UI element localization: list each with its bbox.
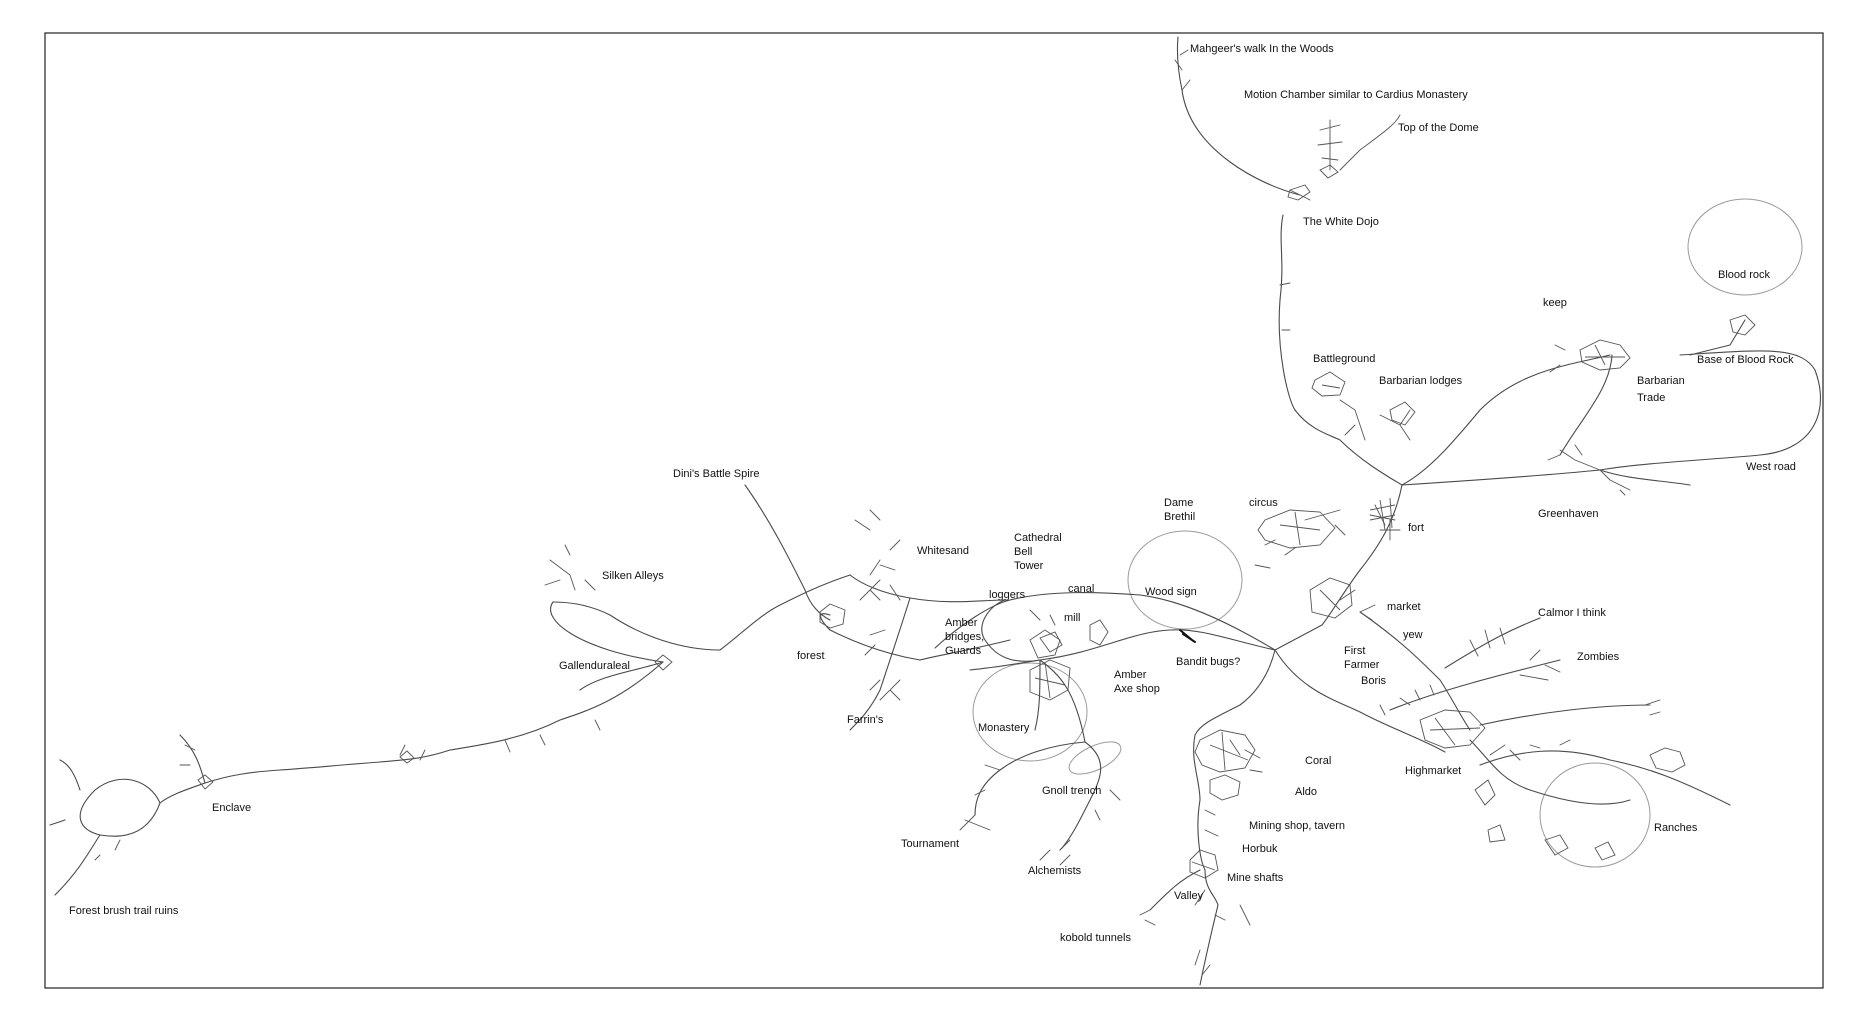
label-motion-chamber: Motion Chamber similar to Cardius Monast…: [1244, 89, 1468, 101]
label-gallenduraleal: Gallenduraleal: [559, 660, 630, 672]
label-alchemists: Alchemists: [1028, 865, 1082, 877]
label-loggers: loggers: [989, 589, 1026, 601]
label-valley: Valley: [1174, 890, 1204, 902]
label-mahgeer: Mahgeer's walk In the Woods: [1190, 43, 1334, 55]
label-first-farmer-3: Boris: [1361, 675, 1387, 687]
ranches-east-cell: [1649, 747, 1686, 773]
blood-rock-cell: [1729, 314, 1756, 336]
top-dome-cell: [1319, 164, 1339, 179]
label-horbuk: Horbuk: [1242, 843, 1278, 855]
gallen-cell: [654, 654, 673, 671]
label-barbarian-lodges: Barbarian lodges: [1379, 375, 1463, 387]
place-labels: Mahgeer's walk In the Woods Motion Chamb…: [69, 43, 1796, 944]
region-rings: [972, 198, 1803, 868]
label-canal: canal: [1068, 583, 1094, 595]
label-keep: keep: [1543, 297, 1567, 309]
label-mill: mill: [1064, 612, 1081, 624]
lodges-cell: [1389, 401, 1416, 426]
ranches-ring: [1539, 762, 1651, 868]
town-cells: [197, 164, 1756, 879]
label-highmarket: Highmarket: [1405, 765, 1461, 777]
label-farrins: Farrin's: [847, 714, 884, 726]
mill-cell: [1089, 619, 1109, 646]
label-forest: forest: [797, 650, 825, 662]
label-market: market: [1387, 601, 1421, 613]
fort-grid: [1369, 497, 1396, 531]
label-amber-axe-2: Axe shop: [1114, 683, 1160, 695]
label-bandit-bugs: Bandit bugs?: [1176, 656, 1240, 668]
label-fort: fort: [1408, 522, 1424, 534]
label-cathedral-1: Cathedral: [1014, 532, 1062, 544]
label-dame-1: Dame: [1164, 497, 1193, 509]
trail-twigs: [94, 49, 1661, 976]
label-coral: Coral: [1305, 755, 1331, 767]
label-calmor: Calmor I think: [1538, 607, 1606, 619]
label-yew: yew: [1403, 629, 1423, 641]
market-cell: [1309, 577, 1353, 619]
label-monastery: Monastery: [978, 722, 1030, 734]
label-blood-rock: Blood rock: [1718, 269, 1770, 281]
ranches-cell-2: [1474, 779, 1506, 843]
amber-axe-cell: [1029, 629, 1061, 659]
monastery-cell: [1029, 659, 1071, 701]
map-frame: [44, 32, 1824, 989]
whitesand-cell: [819, 603, 846, 629]
label-barbarian-trade-1: Barbarian: [1637, 375, 1685, 387]
label-silken-alleys: Silken Alleys: [602, 570, 664, 582]
label-west-road: West road: [1746, 461, 1796, 473]
keep-cell: [1579, 339, 1631, 371]
highmarket-cell: [1419, 709, 1486, 749]
label-ranches: Ranches: [1654, 822, 1698, 834]
bandit-bugs-mark: [1179, 629, 1196, 643]
road-network: [49, 36, 1822, 986]
circus-cell: [1257, 509, 1336, 549]
label-amber-axe-1: Amber: [1114, 669, 1147, 681]
label-base-blood-rock: Base of Blood Rock: [1697, 354, 1794, 366]
label-amber-bridges-2: bridges,: [945, 631, 984, 643]
blood-rock-ring: [1687, 198, 1803, 296]
label-mining-shop: Mining shop, tavern: [1249, 820, 1345, 832]
label-first-farmer-2: Farmer: [1344, 659, 1380, 671]
label-dame-2: Brethil: [1164, 511, 1195, 523]
label-gnoll-trench: Gnoll trench: [1042, 785, 1101, 797]
ranches-cell-3: [1544, 834, 1616, 861]
label-dini: Dini's Battle Spire: [673, 468, 759, 480]
label-barbarian-trade-2: Trade: [1637, 392, 1665, 404]
amber-bridges-cell: [1039, 631, 1063, 653]
label-cathedral-3: Tower: [1014, 560, 1044, 572]
aldo-cell: [1209, 774, 1241, 801]
label-cathedral-2: Bell: [1014, 546, 1032, 558]
label-mine-shafts: Mine shafts: [1227, 872, 1284, 884]
label-top-dome: Top of the Dome: [1398, 122, 1479, 134]
enclave-cell: [197, 774, 214, 790]
label-amber-bridges-3: Guards: [945, 645, 982, 657]
label-circus: circus: [1249, 497, 1278, 509]
label-whitesand: Whitesand: [917, 545, 969, 557]
label-enclave: Enclave: [212, 802, 251, 814]
label-amber-bridges-1: Amber: [945, 617, 978, 629]
horbuk-cell: [1189, 849, 1219, 879]
road-cell: [399, 750, 415, 764]
label-zombies: Zombies: [1577, 651, 1620, 663]
label-white-dojo: The White Dojo: [1303, 216, 1379, 228]
label-tournament: Tournament: [901, 838, 959, 850]
label-kobold-tunnels: kobold tunnels: [1060, 932, 1131, 944]
label-greenhaven: Greenhaven: [1538, 508, 1599, 520]
label-first-farmer-1: First: [1344, 645, 1365, 657]
wood-sign-ring: [1127, 530, 1243, 630]
monastery-ring: [972, 662, 1088, 762]
battleground-cell: [1311, 371, 1346, 397]
white-dojo-cell: [1287, 184, 1311, 201]
label-wood-sign: Wood sign: [1145, 586, 1197, 598]
gnoll-trench-ring: [1068, 741, 1122, 775]
label-forest-brush: Forest brush trail ruins: [69, 905, 179, 917]
coral-cell: [1194, 729, 1256, 773]
label-battleground: Battleground: [1313, 353, 1375, 365]
label-aldo: Aldo: [1295, 786, 1317, 798]
